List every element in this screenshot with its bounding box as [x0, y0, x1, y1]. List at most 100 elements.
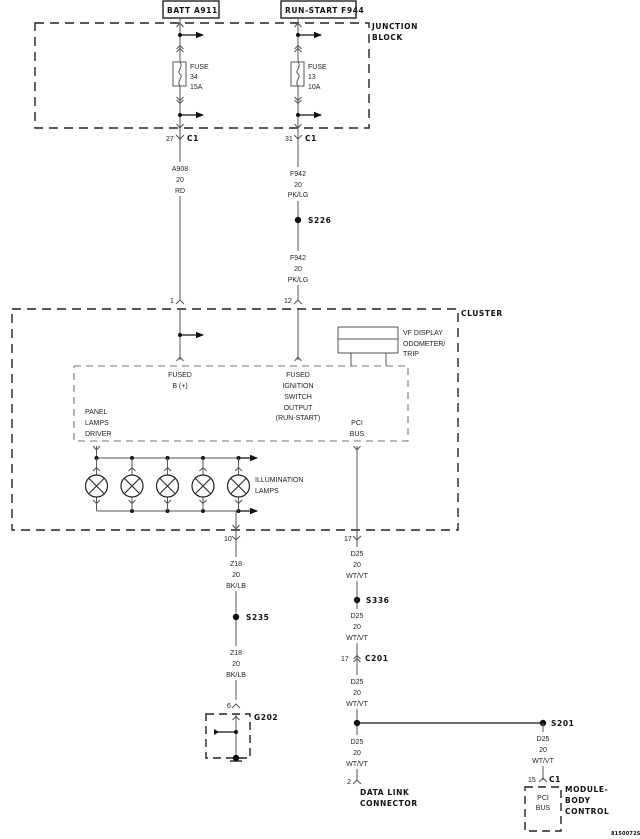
wire-d25-3-label: D25 20 WT/VT [343, 675, 371, 709]
cluster-module-outline [73, 365, 409, 442]
svg-text:DRIVER: DRIVER [85, 431, 111, 438]
svg-text:D25: D25 [537, 736, 550, 743]
lamp-bulb-icon [84, 456, 109, 511]
wire-f942-upper-label: F942 20 PK/LG [285, 167, 311, 201]
svg-text:WT/VT: WT/VT [346, 761, 368, 768]
svg-text:20: 20 [353, 624, 361, 631]
cluster-pin-1: 1 [170, 298, 185, 305]
illumination-label: ILLUMINATION LAMPS [255, 477, 304, 495]
svg-text:17: 17 [341, 656, 349, 663]
svg-text:20: 20 [232, 661, 240, 668]
vf-display: VF DISPLAY ODOMETER/ TRIP [337, 326, 445, 366]
svg-text:D25: D25 [351, 739, 364, 746]
splice-s235: S235 [232, 613, 269, 622]
svg-text:LAMPS: LAMPS [255, 488, 279, 495]
fused-b-label: FUSED B (+) [168, 372, 192, 390]
svg-text:D25: D25 [351, 679, 364, 686]
lamp-bulb-icon [226, 456, 251, 513]
wire-z18-upper-label: Z18 20 BK/LB [222, 557, 250, 591]
panel-lamps-driver-label: PANEL LAMPS DRIVER [85, 409, 111, 438]
splice-s336: S336 [353, 596, 389, 605]
svg-text:1: 1 [170, 298, 174, 305]
cluster-pin-10: 10 [224, 536, 232, 543]
data-link-connector: 2 DATA LINK CONNECTOR [347, 779, 418, 808]
wire-f942-lower-label: F942 20 PK/LG [285, 251, 311, 285]
wire-d25-1-label: D25 20 WT/VT [343, 547, 371, 581]
svg-text:PCI: PCI [537, 795, 549, 802]
svg-text:A908: A908 [172, 166, 188, 173]
fuse-34-circuit: FUSE 34 15A 27 C1 [166, 18, 209, 300]
source-label: BATT A911 [167, 6, 218, 15]
illumination-lamps [84, 445, 258, 515]
svg-text:2: 2 [347, 779, 351, 786]
svg-text:CONTROL: CONTROL [565, 807, 609, 816]
svg-text:LAMPS: LAMPS [85, 420, 109, 427]
junction-block-outline [34, 22, 370, 129]
svg-text:Z18: Z18 [230, 561, 242, 568]
svg-text:20: 20 [294, 182, 302, 189]
fuse-number: 13 [308, 74, 316, 81]
wire-a908-label: A908 20 RD [170, 162, 190, 196]
svg-text:PANEL: PANEL [85, 409, 108, 416]
svg-text:G202: G202 [254, 713, 278, 722]
cluster-label: CLUSTER [461, 309, 503, 318]
ground-icon [232, 754, 240, 762]
svg-text:20: 20 [353, 562, 361, 569]
svg-text:15: 15 [528, 777, 536, 784]
cluster-pin-12: 12 [284, 298, 303, 305]
svg-text:S226: S226 [308, 216, 331, 225]
svg-text:20: 20 [176, 177, 184, 184]
fuse-rating: 10A [308, 84, 321, 91]
svg-text:20: 20 [294, 266, 302, 273]
svg-text:F942: F942 [290, 171, 306, 178]
connector-female-icon [176, 22, 184, 28]
svg-text:S336: S336 [366, 596, 389, 605]
connector-male-icon [176, 123, 184, 129]
svg-text:IGNITION: IGNITION [282, 383, 313, 390]
wire-d25-2-label: D25 20 WT/VT [343, 609, 371, 643]
wire-d25-5-label: D25 20 WT/VT [529, 732, 557, 766]
svg-text:B (+): B (+) [172, 383, 187, 390]
pci-bus-label: PCI BUS [350, 420, 365, 438]
svg-text:PCI: PCI [351, 420, 363, 427]
svg-text:BK/LB: BK/LB [226, 583, 246, 590]
svg-text:MODULE-: MODULE- [565, 785, 608, 794]
splice-s201: S201 [539, 719, 574, 728]
svg-text:(RUN-START): (RUN-START) [276, 415, 320, 422]
connector-icon [175, 134, 185, 140]
fuse-label: FUSE [190, 64, 209, 71]
connector-double-icon [176, 44, 184, 53]
lamp-bulb-icon [120, 456, 144, 513]
fused-ignition-label: FUSED IGNITION SWITCH OUTPUT (RUN-START) [276, 372, 320, 422]
source-run-start-f944: RUN-START F944 [280, 0, 364, 19]
ground-g202: 6 G202 [205, 703, 278, 762]
cluster-pin-17: 17 [344, 536, 352, 543]
figure-id: 8150072S [611, 831, 640, 837]
connector-name: C1 [305, 134, 317, 143]
svg-text:WT/VT: WT/VT [346, 635, 368, 642]
svg-text:S235: S235 [246, 613, 269, 622]
svg-text:TRIP: TRIP [403, 351, 419, 358]
connector-c201: 17 C201 [341, 654, 388, 663]
connector-name: C1 [187, 134, 199, 143]
lamp-bulb-icon [155, 456, 180, 513]
svg-text:CONNECTOR: CONNECTOR [360, 799, 418, 808]
svg-text:BODY: BODY [565, 796, 591, 805]
junction-block-label: JUNCTION [371, 22, 418, 31]
lamp-bulb-icon [191, 456, 215, 513]
body-control-module: 15 C1 PCI BUS MODULE- BODY CONTROL [524, 775, 609, 832]
svg-text:DATA LINK: DATA LINK [360, 788, 410, 797]
svg-text:6: 6 [227, 703, 231, 710]
svg-text:BUS: BUS [350, 431, 365, 438]
splice-s226: S226 [294, 216, 331, 225]
svg-text:WT/VT: WT/VT [346, 573, 368, 580]
svg-text:ILLUMINATION: ILLUMINATION [255, 477, 304, 484]
svg-text:Z18: Z18 [230, 650, 242, 657]
svg-text:20: 20 [353, 750, 361, 757]
fuse-rating: 15A [190, 84, 203, 91]
cluster-outline [11, 308, 459, 531]
source-batt-a911: BATT A911 [162, 0, 220, 19]
svg-text:WT/VT: WT/VT [346, 701, 368, 708]
svg-text:BK/LB: BK/LB [226, 672, 246, 679]
svg-text:WT/VT: WT/VT [532, 758, 554, 765]
